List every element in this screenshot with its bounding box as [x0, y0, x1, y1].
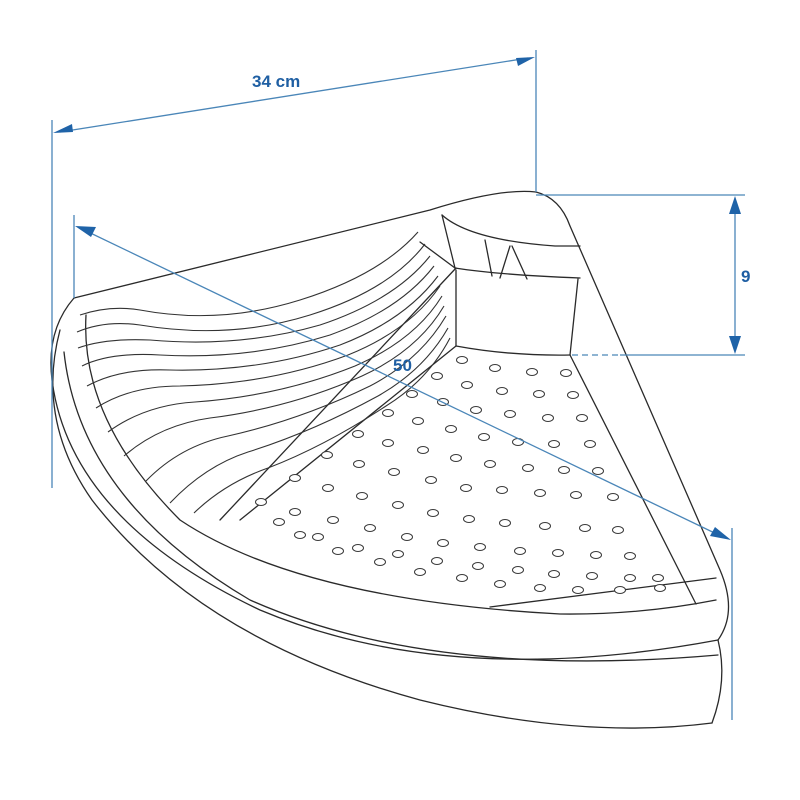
- drain-hole: [417, 446, 429, 454]
- drain-hole: [321, 451, 333, 459]
- drain-hole: [289, 508, 301, 516]
- drain-hole: [456, 574, 468, 582]
- shelf-body: [50, 190, 730, 729]
- drain-hole: [534, 489, 546, 497]
- drain-hole: [652, 574, 664, 582]
- drain-hole: [548, 440, 560, 448]
- drain-hole: [496, 387, 508, 395]
- drain-hole: [522, 464, 534, 472]
- drain-hole: [327, 516, 339, 524]
- drain-hole: [445, 425, 457, 433]
- drain-hole: [590, 551, 602, 559]
- drain-hole: [514, 547, 526, 555]
- drain-hole: [352, 430, 364, 438]
- arrow-upleft-icon: [75, 226, 96, 237]
- corner-compartment: [219, 214, 581, 521]
- drain-hole: [437, 539, 449, 547]
- drain-hole: [567, 391, 579, 399]
- ribbed-grooves: [76, 231, 451, 514]
- drain-hole: [460, 484, 472, 492]
- drain-hole: [463, 515, 475, 523]
- drain-hole: [570, 491, 582, 499]
- drain-hole: [612, 526, 624, 534]
- drain-hole: [472, 562, 484, 570]
- arrow-left-icon: [53, 124, 73, 133]
- arrow-downright-icon: [710, 527, 731, 540]
- drain-hole: [654, 584, 666, 592]
- drain-hole: [499, 519, 511, 527]
- drain-hole: [382, 439, 394, 447]
- arrow-down-icon: [729, 336, 741, 354]
- drain-hole: [353, 460, 365, 468]
- drain-hole: [294, 531, 306, 539]
- drain-hole: [332, 547, 344, 555]
- drain-hole: [484, 460, 496, 468]
- dimension-label-width: 34 cm: [252, 72, 301, 91]
- drain-hole: [322, 484, 334, 492]
- drain-hole: [533, 390, 545, 398]
- drain-hole: [427, 509, 439, 517]
- dimension-height: [536, 194, 745, 356]
- drain-hole: [461, 381, 473, 389]
- drain-hole: [584, 440, 596, 448]
- drain-hole: [572, 586, 584, 594]
- dimension-diagonal: [73, 215, 733, 720]
- dimension-label-diagonal: 50: [393, 356, 412, 375]
- drain-hole: [512, 438, 524, 446]
- drain-hole: [255, 498, 267, 506]
- drain-hole: [382, 409, 394, 417]
- drain-hole: [289, 474, 301, 482]
- drain-hole: [489, 364, 501, 372]
- drain-hole: [312, 533, 324, 541]
- drain-hole: [392, 501, 404, 509]
- drain-hole: [414, 568, 426, 576]
- drain-hole: [614, 586, 626, 594]
- drain-hole: [388, 468, 400, 476]
- drain-hole: [478, 433, 490, 441]
- drain-hole: [456, 356, 468, 364]
- drain-hole: [548, 570, 560, 578]
- drain-hole: [496, 486, 508, 494]
- drain-hole: [352, 544, 364, 552]
- drain-hole: [560, 369, 572, 377]
- drain-hole: [431, 557, 443, 565]
- drain-hole: [539, 522, 551, 530]
- drain-hole: [474, 543, 486, 551]
- drain-hole: [431, 372, 443, 380]
- drain-hole: [392, 550, 404, 558]
- drain-hole: [579, 524, 591, 532]
- drain-hole: [624, 552, 636, 560]
- drain-hole: [406, 390, 418, 398]
- drain-hole: [374, 558, 386, 566]
- drain-hole: [526, 368, 538, 376]
- drain-hole: [542, 414, 554, 422]
- dimension-width: [51, 50, 537, 488]
- drain-hole: [425, 476, 437, 484]
- drain-hole: [586, 572, 598, 580]
- drain-hole: [552, 549, 564, 557]
- drain-hole: [512, 566, 524, 574]
- drain-hole: [356, 492, 368, 500]
- drain-hole: [558, 466, 570, 474]
- arrow-right-icon: [516, 57, 535, 66]
- drain-hole: [576, 414, 588, 422]
- drain-hole: [534, 584, 546, 592]
- drain-hole: [470, 406, 482, 414]
- drain-hole: [592, 467, 604, 475]
- drain-hole: [412, 417, 424, 425]
- drain-hole: [504, 410, 516, 418]
- drain-hole: [364, 524, 376, 532]
- drain-hole: [494, 580, 506, 588]
- dimension-label-height: 9: [741, 267, 751, 286]
- drain-hole: [401, 533, 413, 541]
- drain-hole: [450, 454, 462, 462]
- perforated-floor: [255, 356, 666, 594]
- arrow-up-icon: [729, 196, 741, 214]
- drain-hole: [624, 574, 636, 582]
- drain-hole: [273, 518, 285, 526]
- drain-hole: [607, 493, 619, 501]
